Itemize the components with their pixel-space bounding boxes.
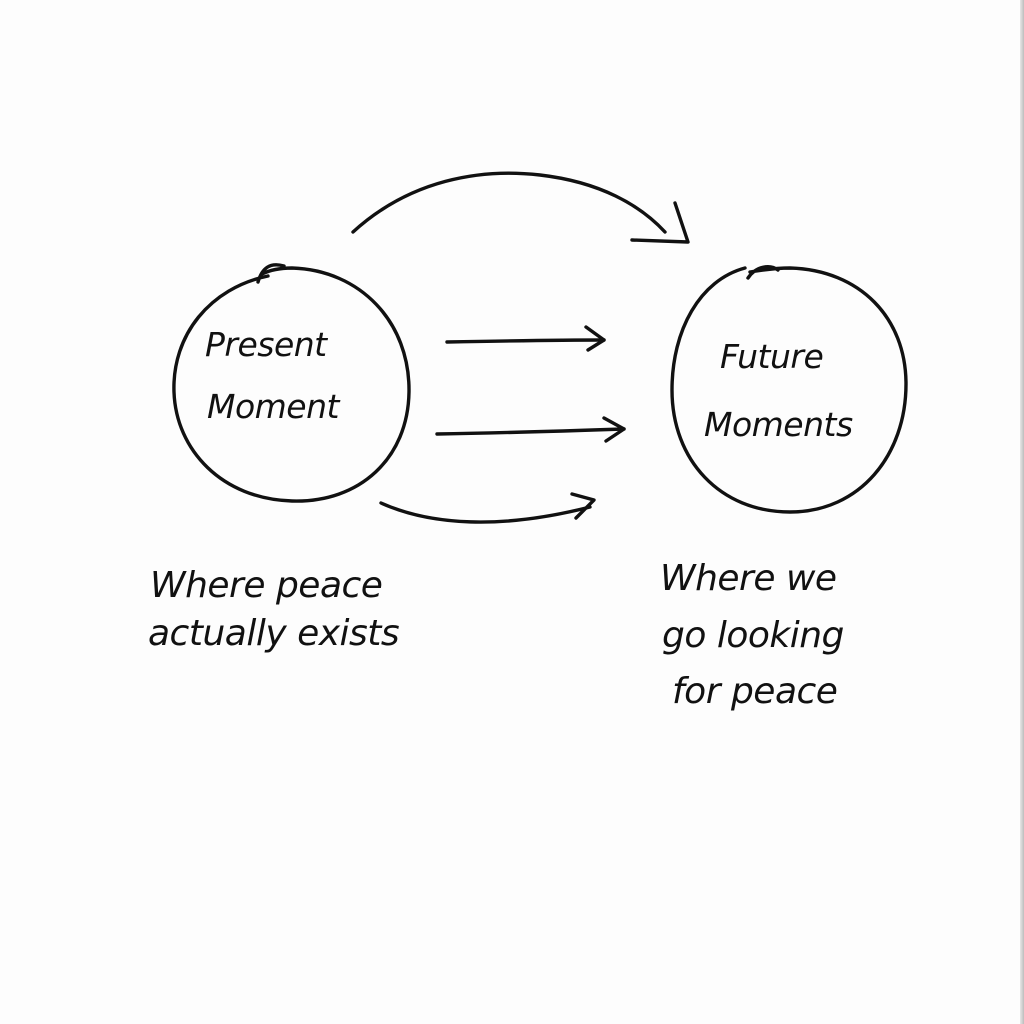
present-caption: Where peace actually exists	[148, 565, 400, 654]
future-moments-label-line2: Moments	[704, 405, 853, 444]
present-moment-circle	[172, 263, 411, 503]
arrow-top-arc	[351, 171, 690, 244]
arrow-middle-upper	[445, 325, 606, 352]
future-caption-line1: Where we	[660, 558, 837, 599]
present-moment-label-line1: Present	[205, 325, 328, 364]
present-caption-line1: Where peace	[150, 565, 382, 606]
future-moments-label-line1: Future	[720, 337, 823, 376]
future-moments-circle	[670, 265, 908, 514]
present-moment-label-line2: Moment	[207, 387, 341, 426]
future-moments-node: Future Moments	[670, 265, 908, 514]
future-caption-line2: go looking	[662, 615, 844, 656]
present-moment-node: Present Moment	[172, 263, 411, 503]
arrow-middle-lower	[435, 416, 626, 443]
future-caption-line3: for peace	[672, 671, 837, 712]
arrow-bottom-arc	[379, 492, 596, 524]
future-caption: Where we go looking for peace	[660, 558, 844, 712]
present-caption-line2: actually exists	[148, 613, 399, 654]
paper-edge	[1020, 0, 1024, 1024]
